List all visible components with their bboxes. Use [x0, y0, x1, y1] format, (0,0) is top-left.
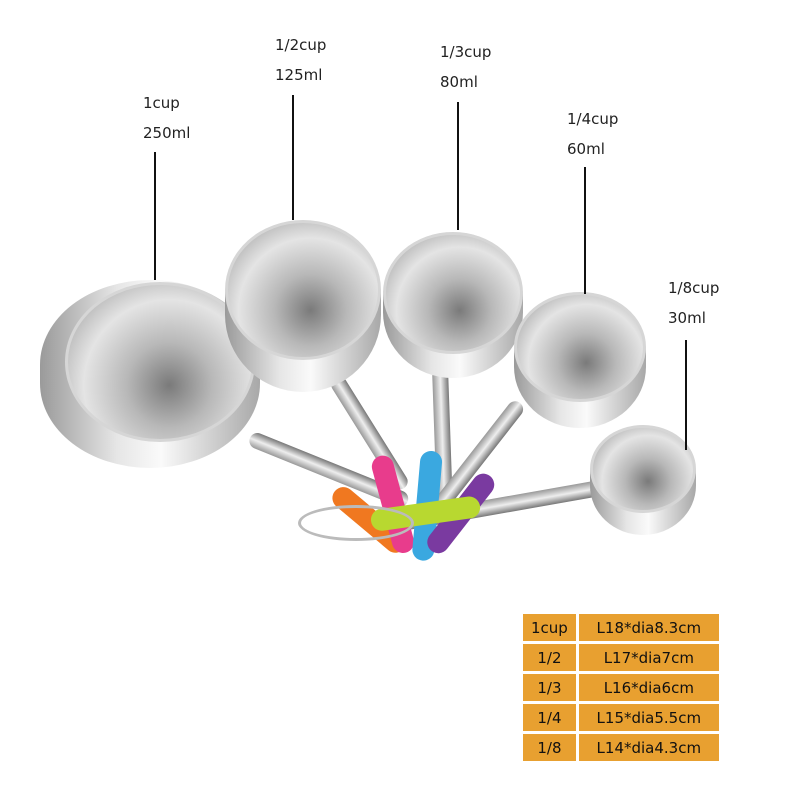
cup-size: 1cup — [143, 94, 180, 112]
cup-size: 1/4cup — [567, 110, 619, 128]
pointer-line — [685, 340, 687, 450]
size-cell: 1cup — [523, 614, 576, 641]
cup-size: 1/8cup — [668, 279, 720, 297]
cup-size: 1/3cup — [440, 43, 492, 61]
label-1-3cup: 1/3cup 80ml — [440, 37, 491, 97]
cup-volume: 80ml — [440, 73, 478, 91]
size-cell: 1/4 — [523, 704, 576, 731]
cup-volume: 250ml — [143, 124, 191, 142]
pointer-line — [292, 95, 294, 220]
label-1-8cup: 1/8cup 30ml — [668, 273, 719, 333]
size-cell: 1/2 — [523, 644, 576, 671]
size-cell: 1/8 — [523, 734, 576, 761]
dims-cell: L14*dia4.3cm — [578, 734, 719, 761]
pointer-line — [457, 102, 459, 230]
dims-cell: L16*dia6cm — [578, 674, 719, 701]
dims-cell: L17*dia7cm — [578, 644, 719, 671]
dims-cell: L18*dia8.3cm — [578, 614, 719, 641]
label-1-2cup: 1/2cup 125ml — [275, 30, 326, 90]
cup-size: 1/2cup — [275, 36, 327, 54]
pointer-line — [154, 152, 156, 280]
cup-volume: 125ml — [275, 66, 323, 84]
dims-cell: L15*dia5.5cm — [578, 704, 719, 731]
label-1-4cup: 1/4cup 60ml — [567, 104, 618, 164]
cup-volume: 60ml — [567, 140, 605, 158]
pointer-line — [584, 167, 586, 294]
label-1cup: 1cup 250ml — [143, 88, 190, 148]
cup-volume: 30ml — [668, 309, 706, 327]
size-cell: 1/3 — [523, 674, 576, 701]
